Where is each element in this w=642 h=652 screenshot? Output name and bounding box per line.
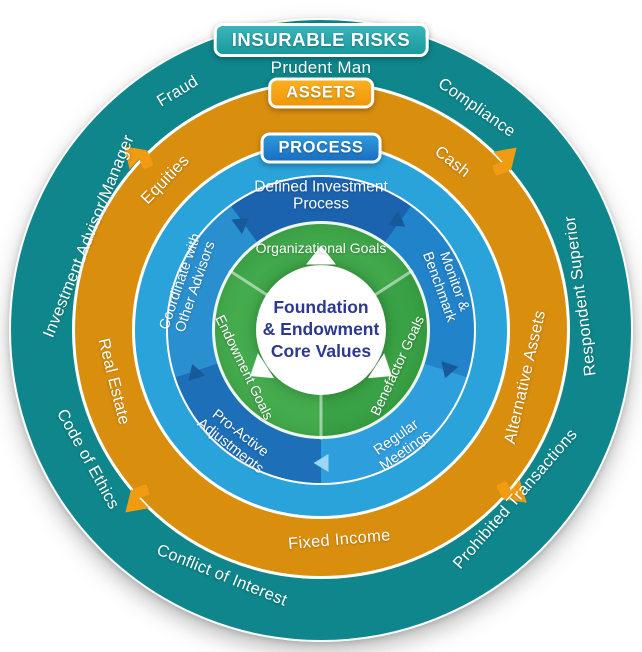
- label-organizational-goals: Organizational Goals: [255, 240, 387, 256]
- assets-badge: ASSETS: [268, 77, 374, 109]
- core-values-circle: [256, 265, 386, 395]
- process-badge: PROCESS: [260, 132, 382, 164]
- label-prudent-man: Prudent Man: [270, 58, 372, 77]
- insurable-risks-badge: INSURABLE RISKS: [213, 23, 429, 57]
- label-defined-investment-process: Defined Investment Process: [254, 178, 388, 212]
- core-values-text: Foundation & Endowment Core Values: [262, 297, 380, 361]
